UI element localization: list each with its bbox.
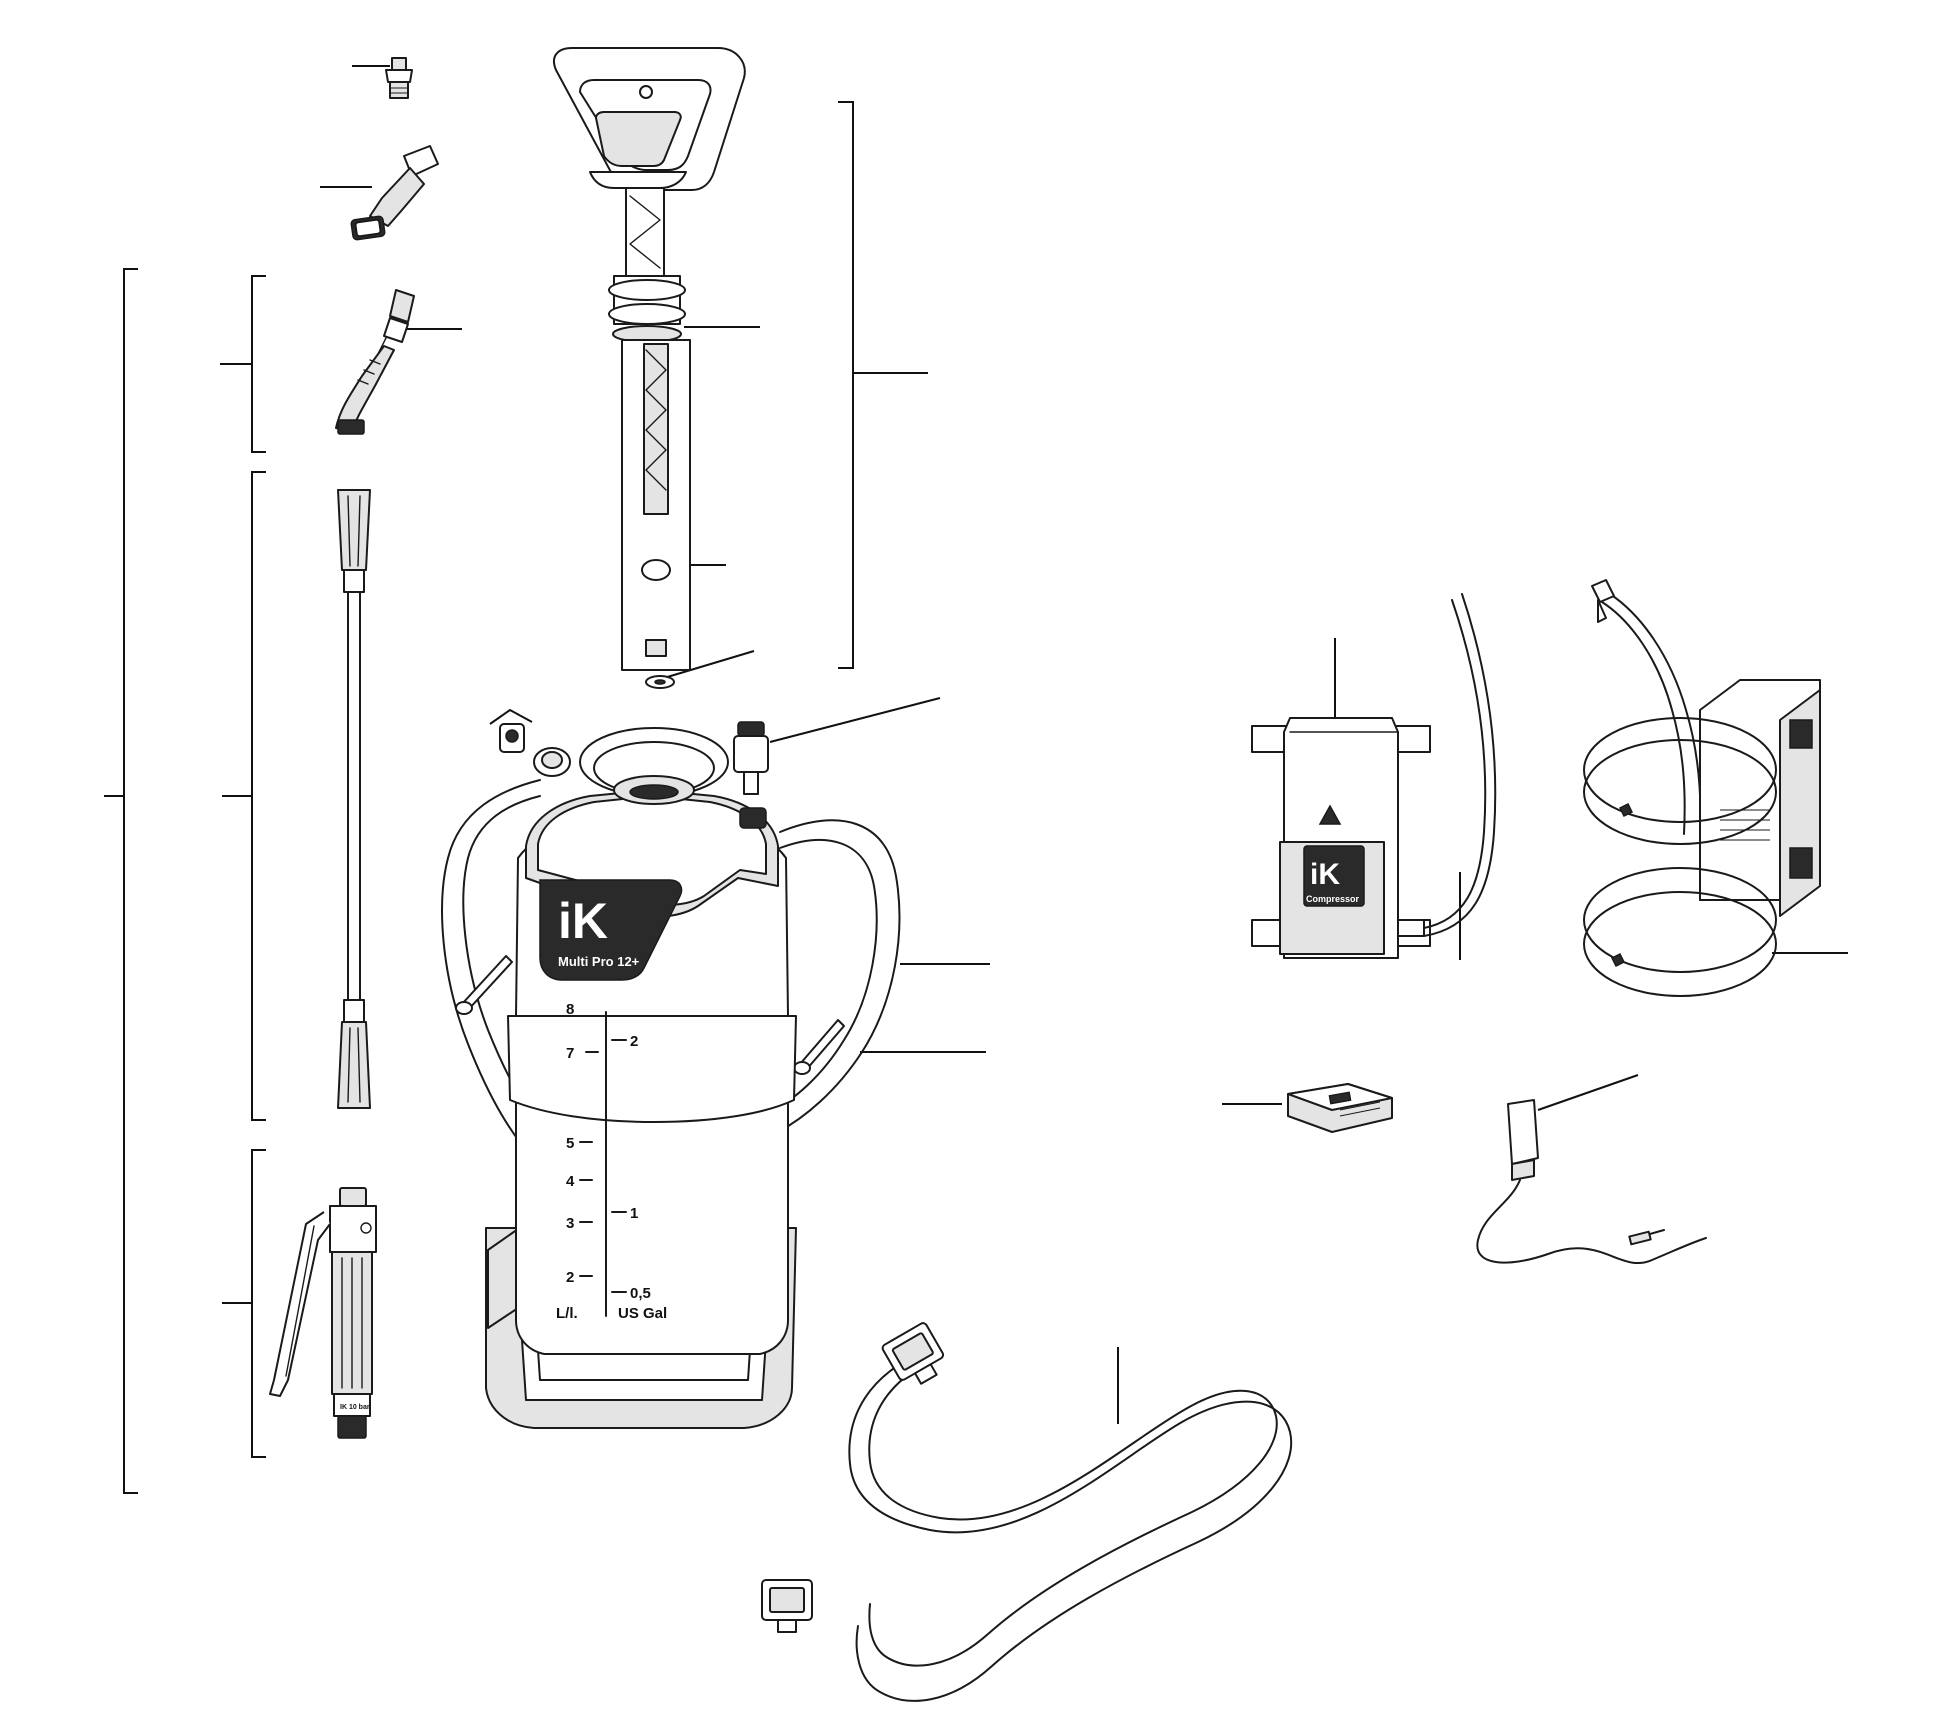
leader-lines	[320, 65, 1848, 1424]
tank-model-label: Multi Pro 12+	[558, 954, 640, 969]
scale-left-4: 4	[566, 1173, 575, 1190]
trigger-valve: IK 10 bar	[269, 1187, 377, 1439]
tank-logo: iK	[558, 893, 608, 949]
charging-cable	[761, 1322, 1293, 1702]
small-fitting	[385, 57, 413, 99]
compressor-holder	[1583, 579, 1821, 997]
bracket-trigger-valve	[222, 1149, 266, 1458]
bracket-extension-tube	[222, 471, 266, 1121]
compressor-module: iK Compressor	[1251, 593, 1497, 959]
bracket-nozzle	[220, 275, 266, 453]
scale-left-header: L/l.	[556, 1305, 578, 1322]
bracket-lance-assembly	[104, 268, 138, 1494]
scale-right-1: 1	[630, 1205, 638, 1222]
bracket-pump-assembly	[838, 101, 928, 669]
compressor-label: Compressor	[1306, 894, 1360, 904]
scale-left-8: 8	[566, 1001, 574, 1018]
spray-nozzle	[335, 289, 415, 435]
scale-left-7: 7	[566, 1045, 574, 1062]
battery-charger	[1476, 1099, 1707, 1265]
scale-ticks	[579, 1039, 627, 1293]
scale-left-2: 2	[566, 1269, 574, 1286]
battery-pack	[1287, 1083, 1393, 1133]
scale-right-2: 2	[630, 1033, 638, 1050]
pump-assembly	[553, 47, 746, 689]
sprayer-tank: iK Multi Pro 12+ 8 7	[441, 708, 901, 1429]
angled-elbow	[350, 145, 439, 241]
scale-left-5: 5	[566, 1135, 574, 1152]
scale-right-05: 0,5	[630, 1285, 651, 1302]
scale-right-header: US Gal	[618, 1305, 667, 1322]
scale-left-3: 3	[566, 1215, 574, 1232]
trigger-valve-label: IK 10 bar	[340, 1404, 370, 1411]
extension-tube	[337, 489, 371, 1109]
compressor-logo: iK	[1310, 858, 1340, 891]
